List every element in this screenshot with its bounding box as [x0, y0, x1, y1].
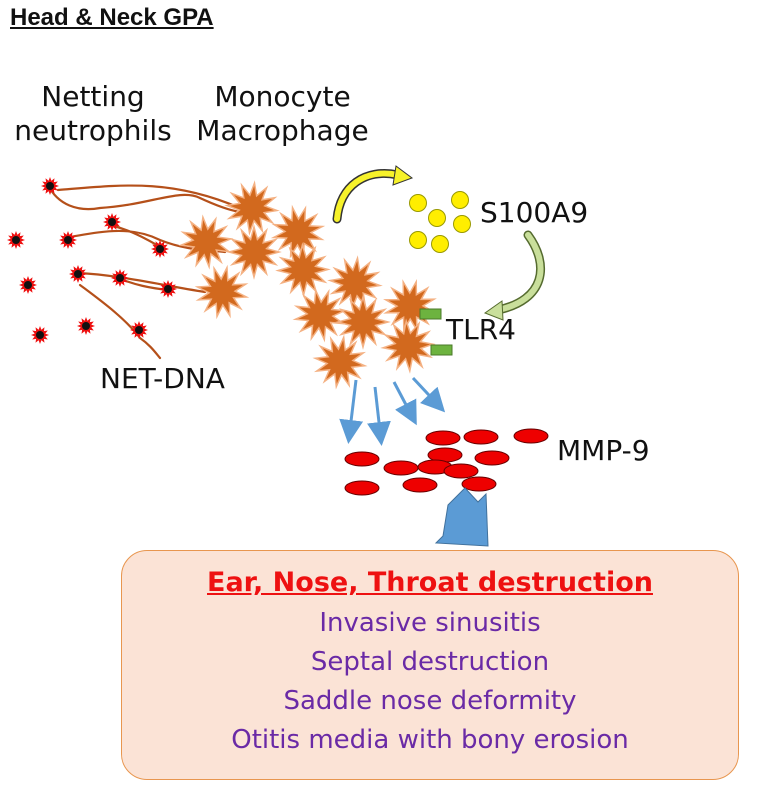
consequence-list: Invasive sinusitis Septal destruction Sa… — [122, 604, 738, 760]
monocyte-macrophage-cells — [178, 180, 437, 390]
mmp9-molecules — [344, 428, 549, 496]
mmp9-release-arrows — [339, 376, 446, 446]
macrophage-cell — [335, 294, 391, 350]
macrophage-cell — [194, 264, 250, 320]
neutrophil-nucleus — [156, 245, 164, 253]
neutrophil-nucleus — [46, 182, 54, 190]
consequence-item: Invasive sinusitis — [319, 608, 541, 638]
pathway-diagram — [7, 165, 549, 547]
macrophage-cell — [292, 287, 348, 343]
monocyte-macrophage-label: Monocyte Macrophage — [196, 80, 369, 147]
figure-title: Head & Neck GPA — [10, 4, 214, 31]
macrophage-cell — [224, 180, 280, 236]
tlr4-receptor — [419, 308, 442, 320]
neutrophil-nucleus — [164, 285, 172, 293]
consequence-item: Saddle nose deformity — [283, 686, 577, 716]
mmp9-label: MMP-9 — [557, 434, 650, 467]
macrophage-cell — [383, 279, 437, 333]
macrophage-cell — [275, 242, 331, 298]
tlr4-label: TLR4 — [446, 313, 516, 346]
ent-destruction-box: Ear, Nose, Throat destruction Invasive s… — [121, 550, 739, 780]
netting-neutrophils — [7, 177, 177, 344]
binding-arrow — [483, 230, 546, 321]
neutrophil-nucleus — [135, 326, 143, 334]
s100a9-particles — [409, 191, 471, 253]
neutrophil-nucleus — [82, 322, 90, 330]
macrophage-cell — [380, 318, 436, 374]
outcome-arrow — [434, 487, 489, 547]
consequence-item: Otitis media with bony erosion — [231, 725, 629, 755]
neutrophil-nucleus — [108, 218, 116, 226]
consequence-item: Septal destruction — [310, 647, 550, 677]
neutrophil-nucleus — [24, 281, 32, 289]
macrophage-cell — [226, 224, 282, 280]
net-dna-label: NET-DNA — [100, 362, 225, 395]
netting-neutrophils-label: Netting neutrophils — [14, 80, 172, 147]
secretion-arrow — [332, 165, 414, 224]
tlr4-receptor — [430, 344, 453, 356]
macrophage-cell — [312, 334, 368, 390]
neutrophil-nucleus — [12, 236, 20, 244]
ent-destruction-heading: Ear, Nose, Throat destruction — [207, 567, 653, 598]
neutrophil-nucleus — [74, 270, 82, 278]
macrophage-cell — [178, 214, 234, 270]
neutrophil-nucleus — [116, 274, 124, 282]
neutrophil-nucleus — [36, 331, 44, 339]
neutrophil-nucleus — [64, 236, 72, 244]
s100a9-label: S100A9 — [480, 196, 589, 229]
